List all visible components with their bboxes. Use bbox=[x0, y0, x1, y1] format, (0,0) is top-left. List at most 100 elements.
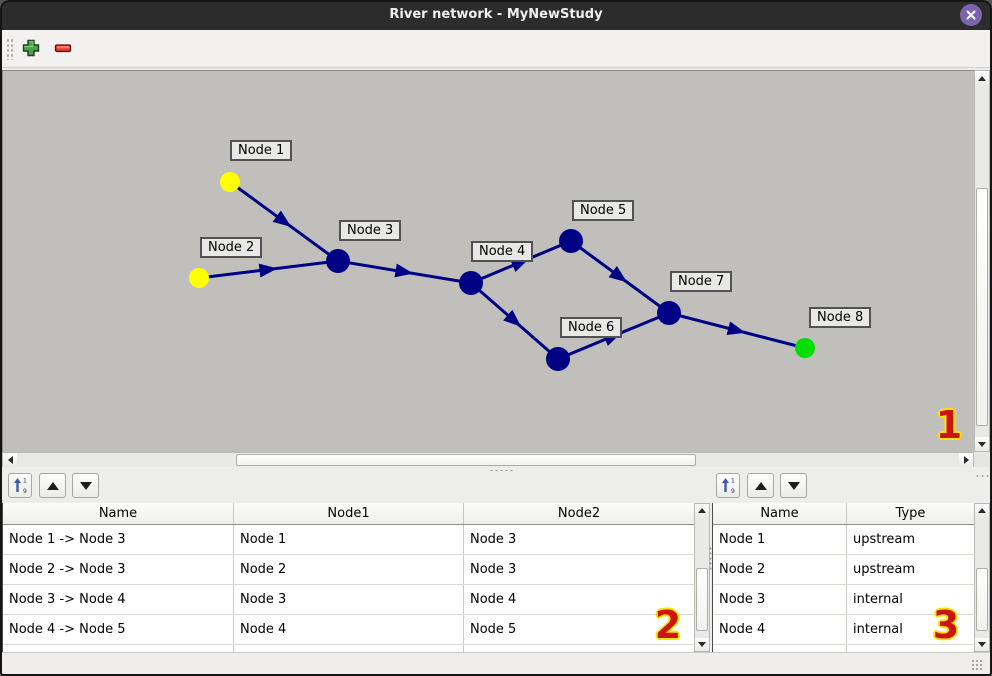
column-header[interactable]: Node1 bbox=[234, 503, 464, 524]
table-cell[interactable]: Node 1 -> Node 3 bbox=[3, 525, 234, 554]
column-header[interactable]: Node2 bbox=[464, 503, 694, 524]
node-circle-8[interactable] bbox=[795, 338, 815, 358]
vscroll-thumb[interactable] bbox=[696, 568, 708, 631]
scroll-down-button[interactable] bbox=[695, 638, 709, 651]
table-cell[interactable]: Node 3 bbox=[464, 525, 694, 554]
table-cell[interactable]: Node 3 bbox=[464, 555, 694, 584]
links-vscrollbar[interactable] bbox=[694, 503, 710, 652]
scroll-down-button[interactable] bbox=[975, 638, 989, 651]
table-splitter[interactable] bbox=[708, 546, 713, 570]
node-label-1[interactable]: Node 1 bbox=[230, 140, 293, 161]
table-cell[interactable]: internal bbox=[847, 615, 974, 644]
table-cell[interactable]: Node 4 bbox=[713, 615, 847, 644]
edge-arrow-icon bbox=[608, 266, 628, 283]
vscroll-thumb[interactable] bbox=[976, 188, 988, 426]
triangle-up-icon bbox=[698, 508, 706, 513]
edge-arrow-icon bbox=[503, 309, 522, 327]
links-move-down-button[interactable] bbox=[72, 473, 99, 498]
node-circle-4[interactable] bbox=[459, 271, 483, 295]
column-header[interactable]: Name bbox=[713, 503, 847, 524]
add-plus-icon bbox=[22, 39, 40, 57]
move-up-icon bbox=[46, 481, 59, 490]
triangle-down-icon bbox=[978, 441, 986, 447]
table-cell[interactable]: Node 3 -> Node 4 bbox=[3, 585, 234, 614]
scroll-right-button[interactable] bbox=[959, 453, 973, 467]
edge-arrow-icon bbox=[258, 263, 278, 278]
links-sort-button[interactable]: 1 9 bbox=[8, 473, 32, 498]
nodes-move-down-button[interactable] bbox=[780, 473, 807, 498]
node-circle-7[interactable] bbox=[657, 301, 681, 325]
table-cell[interactable]: Node 4 -> Node 5 bbox=[3, 615, 234, 644]
remove-minus-icon bbox=[54, 44, 72, 53]
column-header[interactable]: Type bbox=[847, 503, 974, 524]
table-cell[interactable]: Node 4 bbox=[234, 615, 464, 644]
node-label-5[interactable]: Node 5 bbox=[572, 200, 635, 221]
table-cell[interactable]: Node 4 bbox=[464, 585, 694, 614]
scroll-up-button[interactable] bbox=[975, 504, 989, 517]
nodes-vscrollbar[interactable] bbox=[974, 503, 990, 652]
table-cell[interactable]: Node 2 bbox=[713, 555, 847, 584]
node-circle-5[interactable] bbox=[559, 229, 583, 253]
table-cell[interactable]: Node 3 bbox=[713, 585, 847, 614]
table-cell[interactable]: Node 2 bbox=[234, 555, 464, 584]
table-row-partial bbox=[3, 645, 694, 652]
resize-grip-icon[interactable] bbox=[971, 659, 982, 670]
scroll-up-button[interactable] bbox=[975, 71, 989, 85]
edge-arrow-icon bbox=[272, 210, 292, 227]
network-canvas[interactable]: Node 1 Node 2 Node 3 Node 4 Node 5 Node 6 Node… bbox=[2, 70, 974, 452]
toolbar-drag-handle[interactable] bbox=[6, 38, 13, 60]
node-label-3[interactable]: Node 3 bbox=[339, 220, 402, 241]
canvas-vscrollbar[interactable] bbox=[974, 70, 990, 452]
node-label-6[interactable]: Node 6 bbox=[560, 317, 623, 338]
column-header[interactable]: Name bbox=[3, 503, 234, 524]
table-cell[interactable]: internal bbox=[847, 585, 974, 614]
scroll-left-button[interactable] bbox=[3, 453, 17, 467]
node-circle-3[interactable] bbox=[326, 249, 350, 273]
node-label-4[interactable]: Node 4 bbox=[471, 241, 534, 262]
table-cell[interactable]: Node 1 bbox=[713, 525, 847, 554]
remove-node-button[interactable] bbox=[51, 36, 75, 60]
annotation-number-1: 1 bbox=[935, 403, 963, 448]
move-down-icon bbox=[787, 481, 800, 490]
node-label-2[interactable]: Node 2 bbox=[200, 237, 263, 258]
scroll-down-button[interactable] bbox=[975, 437, 989, 451]
edge-arrow-icon bbox=[394, 263, 414, 278]
pane-splitter[interactable] bbox=[2, 467, 990, 473]
nodes-move-up-button[interactable] bbox=[747, 473, 774, 498]
add-node-button[interactable] bbox=[19, 36, 43, 60]
table-cell[interactable]: Node 2 -> Node 3 bbox=[3, 555, 234, 584]
scroll-up-button[interactable] bbox=[695, 504, 709, 517]
table-cell[interactable]: Node 3 bbox=[234, 585, 464, 614]
node-circle-2[interactable] bbox=[189, 268, 209, 288]
table-cell[interactable]: upstream bbox=[847, 525, 974, 554]
close-button[interactable] bbox=[960, 4, 982, 26]
table-cell[interactable]: Node 1 bbox=[234, 525, 464, 554]
links-move-up-button[interactable] bbox=[39, 473, 66, 498]
move-down-icon bbox=[79, 481, 92, 490]
node-circle-6[interactable] bbox=[546, 347, 570, 371]
sort-rows-icon: 1 9 bbox=[722, 478, 735, 494]
node-circle-1[interactable] bbox=[220, 172, 240, 192]
vscroll-thumb[interactable] bbox=[976, 568, 988, 631]
table-cell[interactable]: upstream bbox=[847, 555, 974, 584]
canvas-hscrollbar[interactable] bbox=[2, 452, 974, 468]
node-label-7[interactable]: Node 7 bbox=[670, 271, 733, 292]
nodes-sort-button[interactable]: 1 9 bbox=[716, 473, 740, 498]
table-cell bbox=[3, 645, 234, 652]
network-svg bbox=[189, 172, 815, 371]
splitter-grip-icon bbox=[489, 469, 515, 472]
hscroll-thumb[interactable] bbox=[236, 454, 696, 466]
table-cell[interactable]: Node 5 bbox=[464, 615, 694, 644]
node-label-8[interactable]: Node 8 bbox=[809, 307, 872, 328]
